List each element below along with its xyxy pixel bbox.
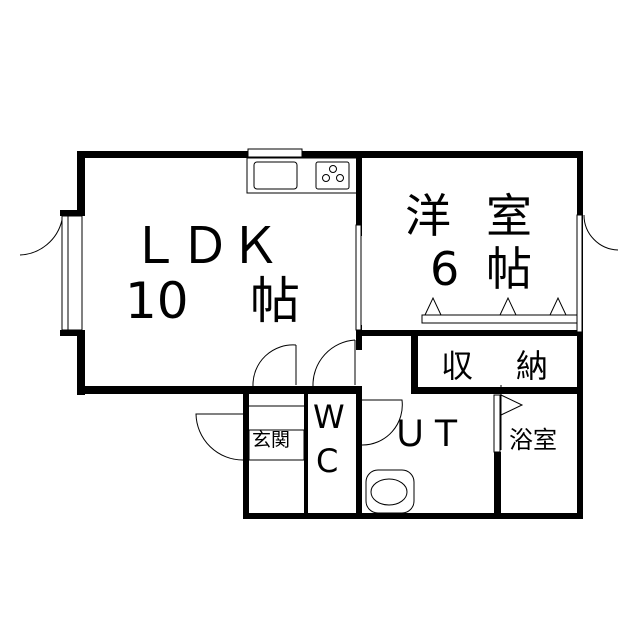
- storage-label-2: 納: [516, 347, 548, 385]
- closet-door-icons: [424, 296, 567, 316]
- basin-bowl-icon: [370, 478, 408, 506]
- ldk-size-number: 10: [125, 272, 189, 330]
- western-room-size-unit: 帖: [486, 242, 532, 296]
- door-swing-icon: [583, 214, 619, 251]
- door-swing-icon: [19, 219, 63, 256]
- utility-label: ＵＴ: [392, 414, 464, 455]
- washbasin-icon: [365, 469, 415, 514]
- door-swing-icon: [312, 339, 356, 387]
- door-swing-icon: [252, 344, 297, 387]
- door-swing-icon: [361, 399, 403, 446]
- stove-icon: [315, 161, 350, 190]
- door-swing-icon: [500, 385, 524, 450]
- walls: [60, 151, 583, 519]
- sink-icon: [253, 161, 298, 190]
- western-room-label-1: 洋: [405, 189, 451, 243]
- bath-label: 浴室: [509, 426, 557, 454]
- ldk-label: ＬＤＫ: [130, 217, 280, 275]
- western-room-label-2: 室: [486, 189, 532, 243]
- western-room-size-number: 6: [430, 242, 459, 296]
- ldk-size-unit: 帖: [250, 272, 300, 330]
- kitchen-counter: [246, 157, 358, 194]
- wc-label-1: W: [313, 398, 345, 436]
- door-swing-icon: [195, 413, 244, 461]
- entrance-label: 玄関: [252, 429, 290, 451]
- wc-label-2: C: [316, 442, 338, 480]
- doors: [19, 214, 619, 461]
- storage-label-1: 収: [441, 347, 473, 385]
- windows: [61, 148, 583, 333]
